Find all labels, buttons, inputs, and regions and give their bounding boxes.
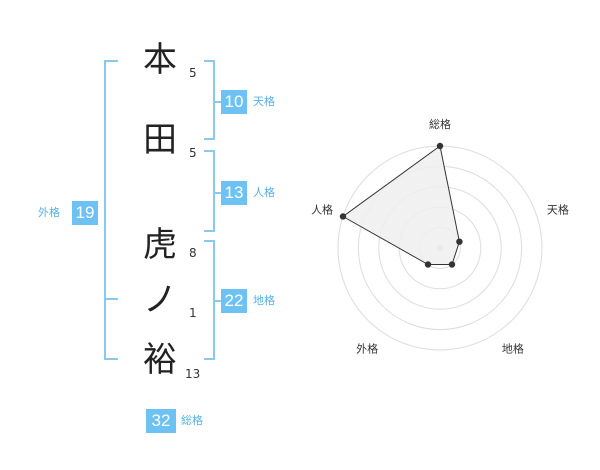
stroke-count-5: 13 [185, 367, 201, 381]
chikaku-connector [213, 300, 222, 302]
gaikaku-value: 19 [72, 201, 98, 225]
radar-axis-label-2: 天格 [547, 203, 569, 217]
tenkaku-connector [213, 101, 222, 103]
chikaku-label: 地格 [253, 294, 275, 307]
tenkaku-value: 10 [221, 90, 247, 114]
radar-point-3 [448, 261, 456, 268]
gaikaku-bracket-vertical [104, 60, 106, 360]
tenkaku-bracket-top [204, 60, 215, 62]
stroke-count-3: 8 [189, 246, 197, 260]
gaikaku-label: 外格 [38, 206, 60, 219]
stroke-count-4: 1 [189, 306, 197, 320]
chikaku-value: 22 [221, 289, 247, 313]
tenkaku-bracket-vertical [213, 60, 215, 140]
name-char-5: 裕 [143, 340, 177, 380]
gaikaku-bracket-bottom [104, 358, 118, 360]
soukaku-label: 総格 [181, 414, 203, 427]
name-char-2: 田 [143, 120, 177, 160]
gaikaku-bracket-top [104, 60, 118, 62]
radar-point-4 [424, 261, 432, 268]
stroke-count-1: 5 [189, 66, 197, 80]
jinkaku-bracket-bottom [204, 230, 215, 232]
tenkaku-label: 天格 [253, 95, 275, 108]
chikaku-bracket-top [204, 240, 215, 242]
stroke-count-2: 5 [189, 146, 197, 160]
radar-point-2 [456, 238, 463, 245]
radar-axis-label-3: 地格 [502, 341, 524, 355]
radar-point-5 [339, 213, 347, 220]
jinkaku-value: 13 [221, 181, 247, 205]
radar-axis-label-1: 総格 [429, 117, 451, 131]
name-char-1: 本 [143, 40, 177, 80]
jinkaku-label: 人格 [253, 186, 275, 199]
gaikaku-bracket-tick [104, 298, 118, 300]
name-char-4: ノ [143, 280, 177, 320]
jinkaku-connector [213, 192, 222, 194]
radar-axis-label-5: 人格 [311, 203, 333, 217]
radar-point-1 [436, 142, 444, 150]
soukaku-value: 32 [146, 409, 176, 433]
jinkaku-bracket-top [204, 150, 215, 152]
radar-axis-label-4: 外格 [356, 341, 378, 355]
jinkaku-bracket-vertical [213, 150, 215, 232]
tenkaku-bracket-bottom [204, 138, 215, 140]
chikaku-bracket-bottom [204, 358, 215, 360]
name-char-3: 虎 [143, 225, 177, 265]
radar-polygon [342, 145, 460, 265]
